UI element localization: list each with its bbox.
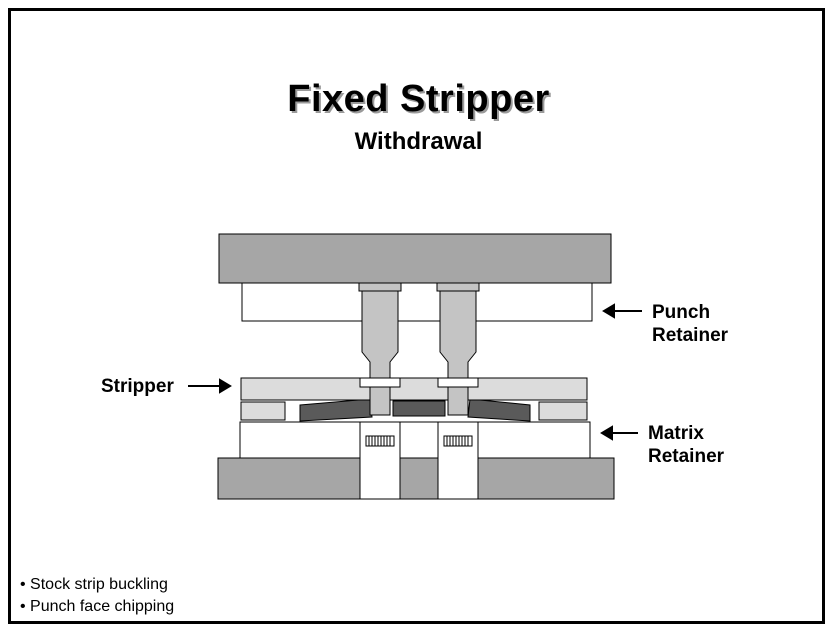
spacer-right	[538, 401, 588, 421]
punch-retainer-plate	[241, 282, 593, 322]
stripper-guide-right	[437, 377, 479, 388]
stripper-plate	[240, 377, 588, 401]
arrow-matrix-retainer	[600, 425, 638, 441]
label-punch-retainer: Punch Retainer	[652, 302, 729, 346]
matrix-retainer-plate	[239, 421, 591, 459]
stock-strip-center	[392, 400, 446, 417]
stock-strip-left	[299, 398, 373, 422]
slug-left	[365, 435, 395, 447]
slug-right	[443, 435, 473, 447]
diagram-title: Fixed Stripper	[287, 78, 550, 120]
arrow-punch-retainer	[602, 303, 642, 319]
bullet-item: • Stock strip buckling	[20, 576, 168, 593]
spacer-left	[240, 401, 286, 421]
stock-strip-right	[467, 398, 531, 422]
arrow-stripper	[188, 378, 232, 394]
label-stripper: Stripper	[101, 376, 174, 397]
stripper-guide-left	[359, 377, 401, 388]
diagram-subtitle: Withdrawal	[354, 128, 483, 155]
top-die-shoe	[218, 233, 612, 284]
die-opening-left	[359, 421, 401, 500]
die-opening-right	[437, 421, 479, 500]
bullet-list: • Stock strip buckling • Punch face chip…	[20, 574, 174, 618]
bottom-die-shoe	[217, 457, 615, 500]
label-matrix-retainer: Matrix Retainer	[648, 423, 725, 467]
bullet-item: • Punch face chipping	[20, 598, 175, 615]
